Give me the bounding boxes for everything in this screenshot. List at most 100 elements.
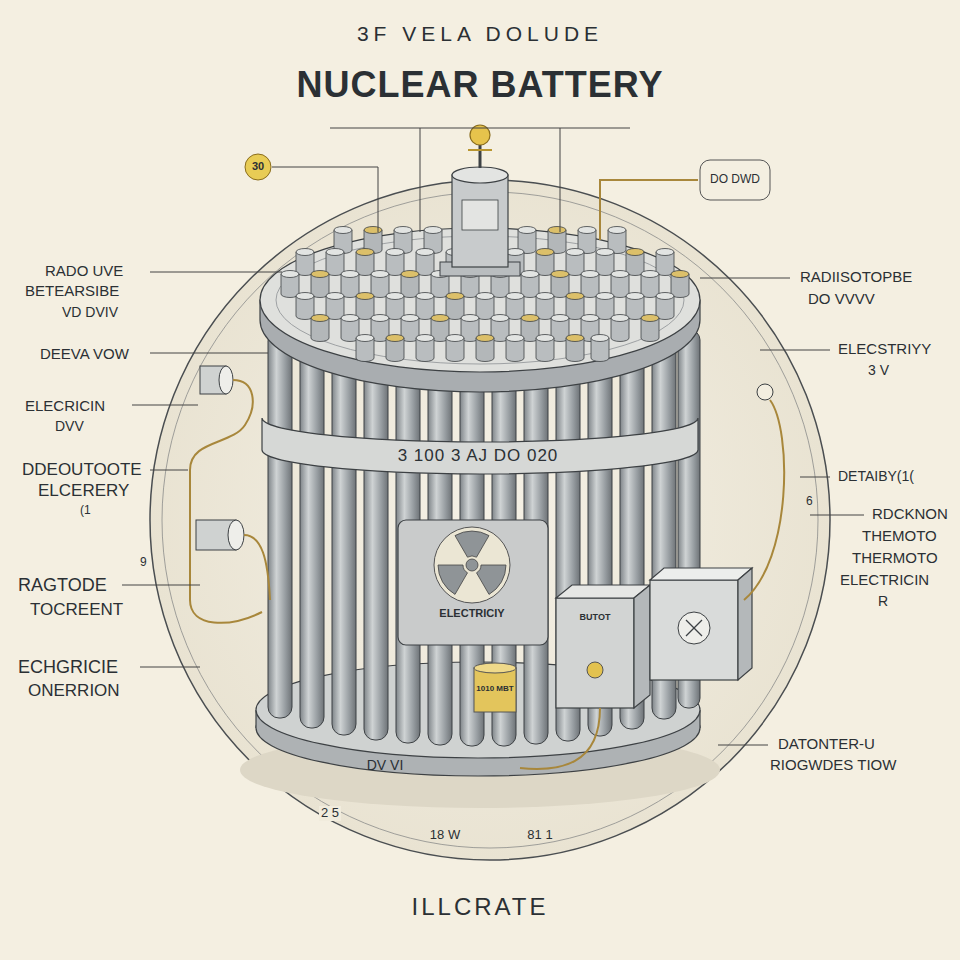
part-label: 81 1 — [527, 828, 552, 843]
leader-line — [810, 515, 864, 516]
fuel-column — [332, 330, 356, 735]
part-label: BUTOT — [580, 612, 611, 622]
converter-box — [678, 612, 710, 644]
diagram-caption: ILLCRATE — [412, 893, 549, 921]
part-label: 18 W — [430, 828, 460, 843]
leader-line — [718, 745, 768, 746]
isotope-cell — [536, 335, 554, 362]
isotope-cell — [386, 335, 404, 362]
part-label: (1 — [80, 504, 91, 518]
isotope-cell — [591, 335, 609, 362]
isotope-cell — [296, 293, 314, 320]
side-devices — [700, 160, 770, 200]
isotope-cell — [356, 249, 374, 276]
isotope-cell — [611, 315, 629, 342]
radiation-shield — [398, 520, 548, 645]
central-post — [452, 175, 508, 267]
side-devices — [228, 520, 244, 550]
part-label: 3F VELA DOLUDE — [357, 22, 603, 46]
isotope-cell — [341, 271, 359, 298]
isotope-cell — [626, 293, 644, 320]
fuel-column — [300, 330, 324, 728]
part-label: THEMOTO — [862, 527, 937, 544]
radiation-shield — [438, 565, 468, 594]
converter-box — [634, 585, 650, 708]
isotope-cell — [566, 293, 584, 320]
isotope-vial — [474, 668, 516, 712]
isotope-cell — [581, 271, 599, 298]
part-label: 3 V — [868, 362, 889, 378]
isotope-cell — [311, 315, 329, 342]
leader-line — [272, 167, 378, 232]
fuel-column — [268, 330, 292, 718]
isotope-cell — [506, 335, 524, 362]
isotope-cell — [416, 335, 434, 362]
isotope-cell — [641, 271, 659, 298]
isotope-cell — [476, 335, 494, 362]
part-label: RAGTODE — [18, 575, 107, 596]
side-devices — [757, 384, 773, 400]
part-label: ELECTRICIN — [840, 571, 929, 588]
diagram-title: NUCLEAR BATTERY — [297, 64, 664, 105]
part-label: RADIISOTOPBE — [800, 268, 912, 285]
leader-line — [140, 667, 200, 668]
isotope-cell — [446, 293, 464, 320]
part-label: RIOGWDES TIOW — [770, 756, 896, 773]
isotope-cell — [566, 335, 584, 362]
part-label: DV VI — [367, 757, 404, 773]
background — [162, 192, 818, 848]
part-label: RDCKNON — [872, 505, 948, 522]
converter-box — [650, 568, 752, 580]
part-label: 6 — [806, 495, 813, 509]
part-label: BETEARSIBE — [25, 282, 119, 299]
leader-line — [420, 128, 421, 232]
wire — [520, 708, 600, 769]
band-ring — [262, 418, 698, 474]
isotope-cell — [326, 249, 344, 276]
wire — [600, 180, 698, 240]
isotope-cell — [386, 293, 404, 320]
isotope-cell — [626, 249, 644, 276]
leader-line — [122, 585, 200, 586]
leader-line — [700, 278, 790, 279]
part-label: THERMOTO — [852, 549, 938, 566]
part-label: DO DWD — [710, 173, 760, 187]
radiation-shield — [466, 559, 478, 571]
central-post — [468, 149, 492, 151]
isotope-vial — [474, 663, 516, 673]
leader-line — [800, 477, 830, 478]
leader-line — [560, 128, 561, 232]
isotope-cell — [506, 293, 524, 320]
isotope-cell — [671, 271, 689, 298]
isotope-cell — [641, 315, 659, 342]
isotope-cell — [521, 271, 539, 298]
fuel-column — [364, 330, 388, 740]
leader-line — [330, 128, 630, 129]
central-post — [440, 125, 520, 276]
leader-line — [150, 353, 268, 354]
radiation-shield — [398, 520, 548, 645]
radiation-shield — [434, 527, 510, 603]
radiation-shield — [477, 565, 507, 594]
wire — [244, 535, 270, 600]
part-label: 2 5 — [319, 806, 341, 821]
converter-box — [556, 568, 752, 708]
converter-box — [738, 568, 752, 680]
isotope-cell — [596, 249, 614, 276]
isotope-cell — [296, 249, 314, 276]
isotope-cell — [551, 271, 569, 298]
background — [150, 180, 830, 860]
isotope-cell — [596, 293, 614, 320]
part-label: DATONTER-U — [778, 735, 875, 752]
part-label: R — [878, 593, 888, 609]
converter-box — [587, 662, 603, 678]
wire — [190, 180, 784, 769]
wire — [744, 400, 784, 600]
wire — [190, 380, 262, 623]
isotope-cell — [401, 271, 419, 298]
isotope-cell — [416, 293, 434, 320]
